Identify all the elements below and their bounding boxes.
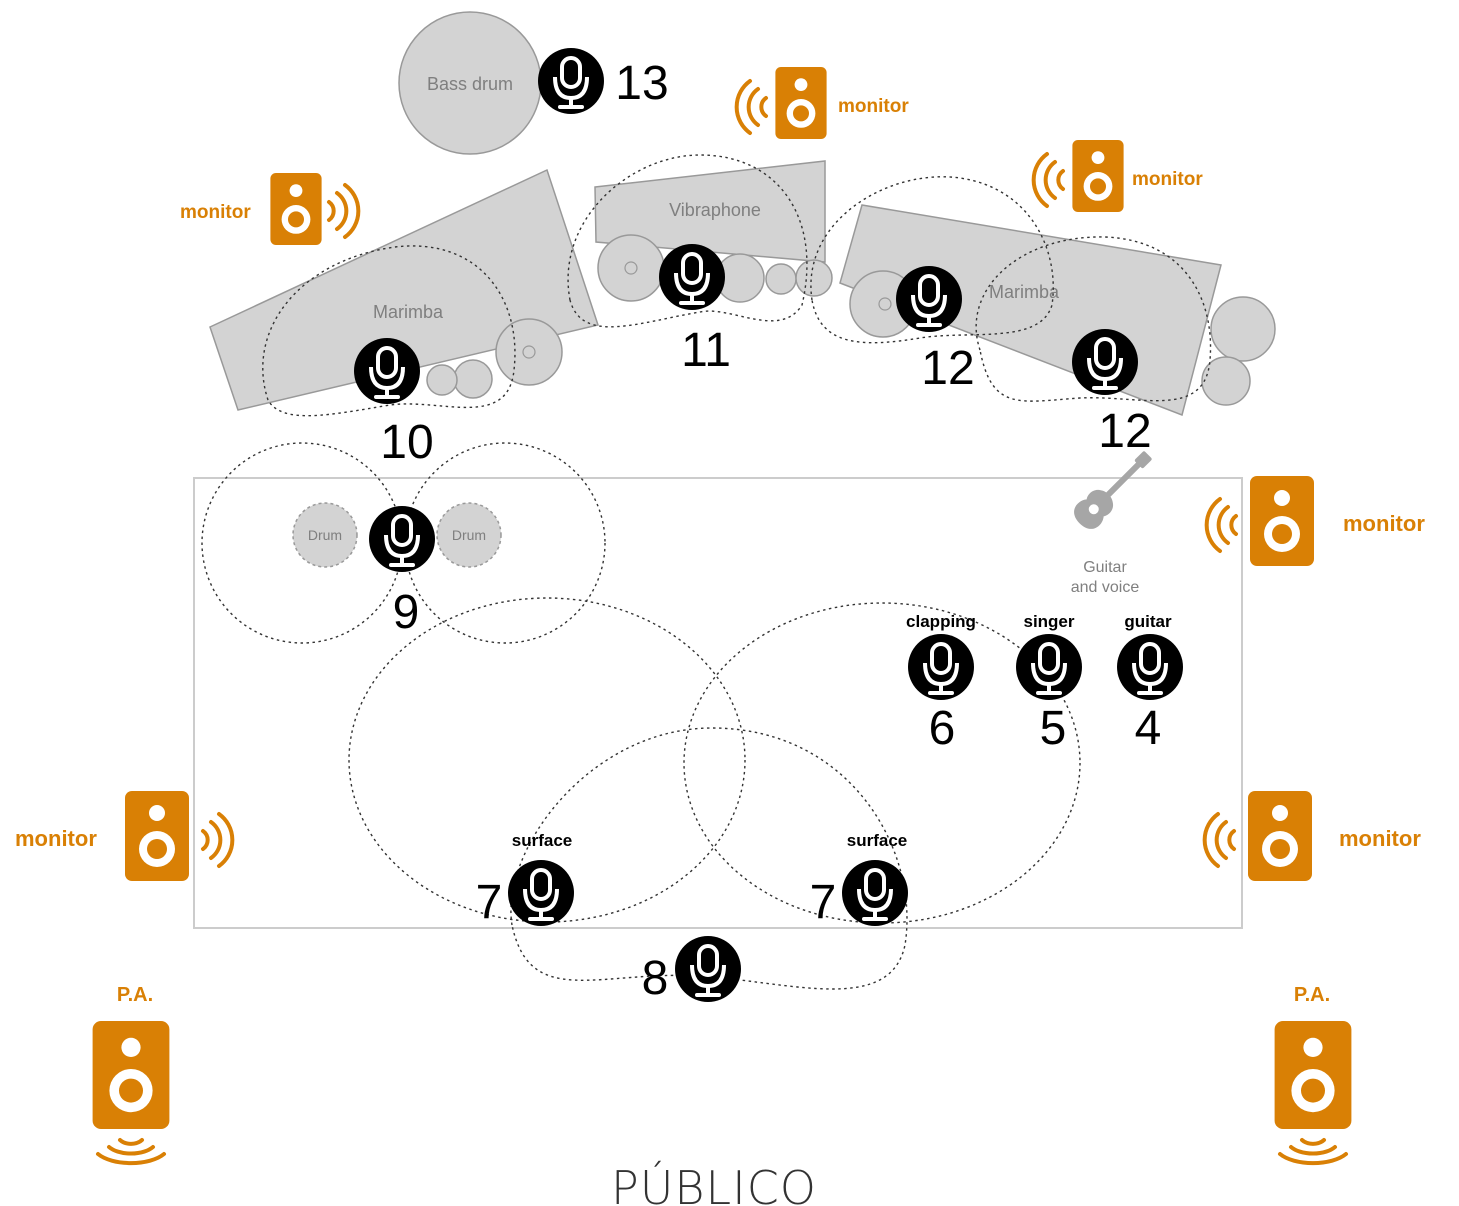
mic-4: guitar 4: [1117, 612, 1183, 755]
pa-left: P.A.: [93, 984, 170, 1163]
microphone-icon: [842, 860, 908, 926]
mic-number: 12: [921, 342, 974, 395]
pa-right: P.A.: [1275, 984, 1352, 1163]
speaker-icon: [270, 173, 321, 245]
mic-number: 12: [1098, 405, 1151, 458]
mic-number: 5: [1040, 702, 1067, 755]
monitor-right-upper: monitor: [1207, 476, 1426, 566]
guitar-label: Guitar: [1083, 559, 1127, 576]
microphone-icon: [1117, 634, 1183, 700]
microphone-icon: [1072, 329, 1138, 395]
microphone-icon: [538, 48, 604, 114]
mic-label: surface: [512, 831, 572, 850]
monitor-label: monitor: [180, 202, 251, 223]
marimba-left-label: Marimba: [373, 302, 444, 322]
mic-number: 9: [393, 586, 420, 639]
mic-6: clapping 6: [906, 612, 976, 755]
speaker-icon: [1275, 1021, 1352, 1129]
sound-waves-icon: [1205, 814, 1234, 866]
speaker-icon: [775, 67, 826, 139]
monitor-label: monitor: [838, 96, 909, 117]
monitor-top-left: monitor: [180, 173, 358, 245]
mic-13: 13: [538, 48, 669, 114]
mic-label: singer: [1023, 612, 1074, 631]
sound-waves-icon: [329, 185, 358, 237]
mic-7a: surface 7: [476, 831, 574, 929]
speaker-icon: [1250, 476, 1314, 566]
monitor-label: monitor: [1132, 169, 1203, 190]
sound-waves-icon: [203, 814, 232, 866]
mic-number: 11: [681, 324, 731, 377]
microphone-icon: [508, 860, 574, 926]
microphone-icon: [659, 244, 725, 310]
pa-label: P.A.: [117, 984, 153, 1006]
mic-label: guitar: [1124, 612, 1172, 631]
mic-number: 6: [929, 702, 956, 755]
vibraphone-label: Vibraphone: [669, 200, 761, 220]
mic-label: surface: [847, 831, 907, 850]
mic-number: 7: [476, 876, 503, 929]
monitor-left-lower: monitor: [15, 791, 232, 881]
mic-number: 8: [642, 952, 669, 1005]
marimba-right-label: Marimba: [989, 282, 1060, 302]
guitar-label-line2: and voice: [1071, 579, 1140, 596]
bass-drum: Bass drum: [399, 12, 541, 154]
mic-8: 8: [642, 936, 741, 1005]
sound-waves-icon: [737, 81, 766, 133]
mic-5: singer 5: [1016, 612, 1082, 755]
mic-number: 13: [615, 57, 668, 110]
mic-11: 11: [659, 244, 731, 377]
pa-label: P.A.: [1294, 984, 1330, 1006]
bass-drum-label: Bass drum: [427, 74, 513, 94]
speaker-icon: [1248, 791, 1312, 881]
drum-left-label: Drum: [308, 527, 342, 543]
mic-number: 10: [380, 416, 433, 469]
mic-9: 9: [369, 506, 435, 639]
mic-number: 4: [1135, 702, 1162, 755]
speaker-icon: [93, 1021, 170, 1129]
sound-waves-icon: [98, 1140, 164, 1163]
monitor-label: monitor: [15, 826, 97, 851]
pickup-zone-mic-9-right: [405, 443, 605, 643]
audience-label: PÚBLICO: [611, 1161, 817, 1206]
sound-waves-icon: [1207, 499, 1236, 551]
monitor-right-lower: monitor: [1205, 791, 1422, 881]
drum-right: Drum: [437, 503, 501, 567]
microphone-icon: [675, 936, 741, 1002]
sound-waves-icon: [1034, 154, 1063, 206]
sound-waves-icon: [1280, 1140, 1346, 1163]
mic-label: clapping: [906, 612, 976, 631]
speaker-icon: [1072, 140, 1123, 212]
microphone-icon: [354, 338, 420, 404]
microphone-icon: [908, 634, 974, 700]
monitor-top-center: monitor: [737, 67, 910, 139]
mic-number: 7: [810, 876, 837, 929]
microphone-icon: [896, 266, 962, 332]
microphone-icon: [369, 506, 435, 572]
microphone-icon: [1016, 634, 1082, 700]
monitor-label: monitor: [1339, 826, 1421, 851]
drum-right-label: Drum: [452, 527, 486, 543]
speaker-icon: [125, 791, 189, 881]
monitor-top-right: monitor: [1034, 140, 1204, 212]
mic-7b: surface 7: [810, 831, 908, 929]
monitor-label: monitor: [1343, 511, 1425, 536]
drum-left: Drum: [293, 503, 357, 567]
